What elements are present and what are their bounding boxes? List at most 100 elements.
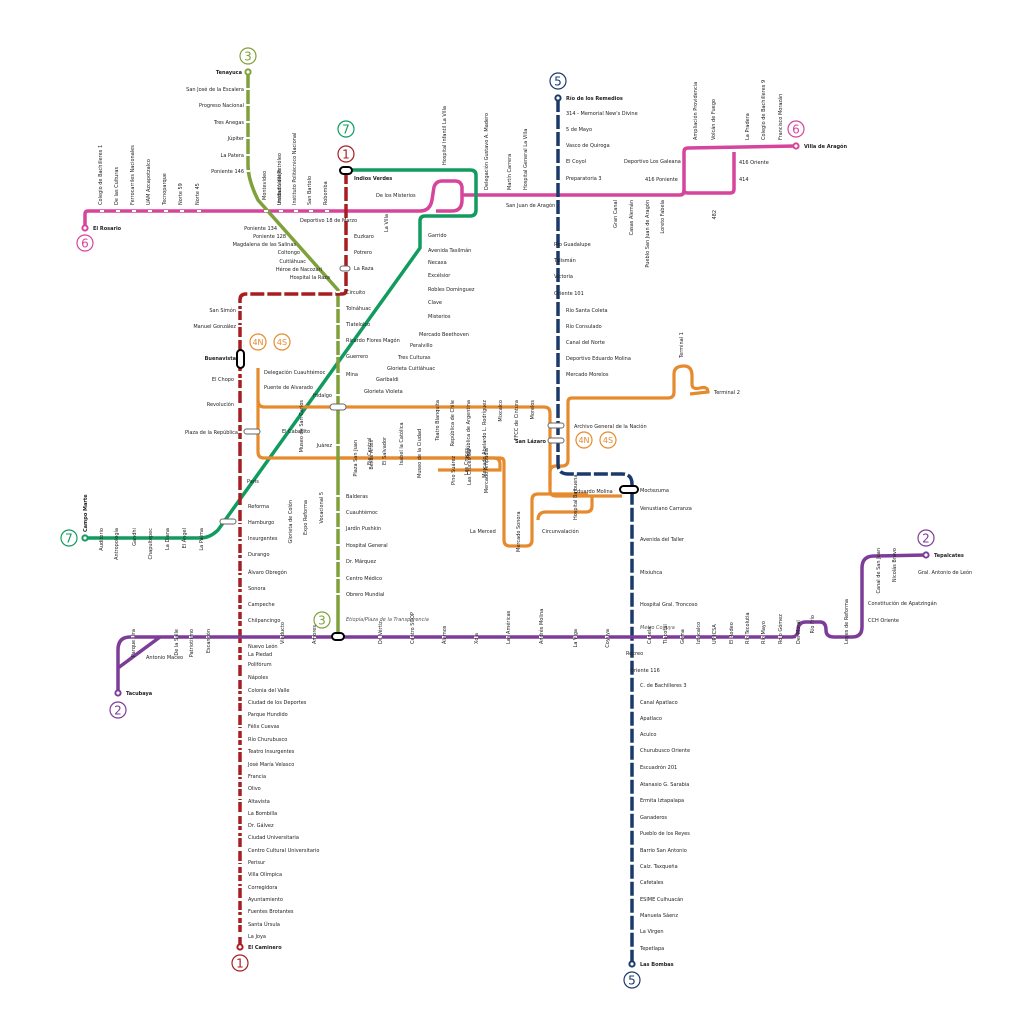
station-label-la-patera[interactable]: La Patera bbox=[221, 153, 244, 159]
station-label-garrido[interactable]: Garrido bbox=[428, 233, 447, 239]
station-tick-l1w-25[interactable] bbox=[238, 787, 242, 789]
station-label-canela[interactable]: Canela bbox=[647, 627, 653, 644]
station-tick-l2w-5[interactable] bbox=[280, 636, 284, 638]
station-label-upiicsa[interactable]: UPIICSA bbox=[712, 624, 718, 644]
station-label-mercado-sonora[interactable]: Mercado Sonora bbox=[516, 511, 522, 552]
station-tick-l3c-0[interactable] bbox=[336, 291, 340, 293]
station-label-la-palma[interactable]: La Palma bbox=[199, 528, 205, 551]
station-tick-l2e-5[interactable] bbox=[729, 636, 733, 638]
station-tick-l6t-5[interactable] bbox=[180, 210, 184, 212]
station-label-5-de-mayo[interactable]: 5 de Mayo bbox=[566, 127, 592, 133]
station-label-hospital-infantil-la-villa[interactable]: Hospital Infantil La Villa bbox=[442, 106, 448, 165]
station-label-talisman[interactable]: Talismán bbox=[553, 257, 576, 264]
station-tick-l1w-37[interactable] bbox=[238, 935, 242, 937]
station-tick-l6t-8[interactable] bbox=[279, 210, 283, 212]
station-label-gral-antonio-de-leon[interactable]: Gral. Antonio de León bbox=[918, 569, 972, 576]
station-label-unidad-vallejo[interactable]: Unidad Vallejo bbox=[277, 169, 283, 205]
station-label-napoles[interactable]: Nápoles bbox=[248, 674, 269, 681]
station-label-andres-molina[interactable]: Andrés Molina bbox=[538, 609, 545, 644]
station-label-mercado-beethoven[interactable]: Mercado Beethoven bbox=[419, 332, 469, 338]
station-label-mina[interactable]: Mina bbox=[346, 372, 358, 378]
station-label-manuela-saenz[interactable]: Manuela Sáenz bbox=[640, 912, 678, 919]
station-label-mixcalco[interactable]: Mixcalco bbox=[498, 400, 504, 422]
station-tick-l1w-0[interactable] bbox=[238, 309, 242, 311]
station-label-gandhi[interactable]: Gandhi bbox=[132, 528, 138, 546]
transfer-indios-verdes[interactable] bbox=[339, 166, 353, 175]
station-tick-l1w-26[interactable] bbox=[238, 800, 242, 802]
station-tick-l3s-3[interactable] bbox=[336, 544, 340, 546]
station-label-republica-de-chile[interactable]: República de Chile bbox=[449, 400, 456, 446]
station-label-tolnahuac[interactable]: Tolnáhuac bbox=[345, 305, 371, 312]
station-label-el-salvador[interactable]: El Salvador bbox=[382, 436, 388, 465]
station-label-parque-lira[interactable]: Parque Lira bbox=[131, 629, 137, 657]
station-label-auditorio[interactable]: Auditorio bbox=[99, 528, 105, 551]
station-tick-l1w-29[interactable] bbox=[238, 836, 242, 838]
transfer-etiopia[interactable] bbox=[331, 632, 345, 641]
station-label-plaza-san-juan[interactable]: Plaza San Juan bbox=[353, 440, 359, 477]
station-label-cuitlahuac[interactable]: Cuitláhuac bbox=[279, 258, 306, 265]
station-label-peralvillo[interactable]: Peralvillo bbox=[410, 343, 433, 349]
station-label-colegio-de-bachilleres-1[interactable]: Colegio de Bachilleres 1 bbox=[98, 145, 104, 205]
station-label-de-los-misterios[interactable]: De los Misterios bbox=[376, 193, 416, 199]
terminal-tepalcates-marker[interactable] bbox=[922, 551, 930, 559]
station-label-instituto-politecnico-nacional[interactable]: Instituto Politécnico Nacional bbox=[291, 133, 298, 205]
station-label-rio-mayo[interactable]: Río Mayo bbox=[760, 621, 767, 644]
station-label-jose-maria-velasco[interactable]: José María Velasco bbox=[247, 761, 294, 768]
station-label-la-merced[interactable]: La Merced bbox=[470, 529, 496, 535]
station-label-potrero[interactable]: Potrero bbox=[354, 250, 372, 256]
station-label-churubusco-oriente[interactable]: Churubusco Oriente bbox=[640, 748, 690, 754]
station-label-hidalgo[interactable]: Hidalgo bbox=[313, 393, 332, 399]
badge-line-6-left[interactable]: 6 bbox=[76, 234, 94, 252]
station-tick-l2w-13[interactable] bbox=[573, 636, 577, 638]
station-label-excelsior[interactable]: Excélsior bbox=[428, 272, 451, 279]
station-tick-l3s-4[interactable] bbox=[336, 560, 340, 562]
station-label-santa-ursula[interactable]: Santa Úrsula bbox=[248, 921, 280, 928]
station-tick-l2w-14[interactable] bbox=[605, 636, 609, 638]
station-label-teatro-blanquita[interactable]: Teatro Blanquita bbox=[435, 400, 441, 442]
badge-line-4n-east[interactable]: 4N bbox=[575, 431, 593, 449]
station-label-cafetales[interactable]: Cafetales bbox=[640, 880, 664, 886]
station-label-el-rodeo[interactable]: El Rodeo bbox=[729, 622, 735, 644]
station-label-la-joya[interactable]: La Joya bbox=[248, 934, 266, 940]
station-tick-l2e-7[interactable] bbox=[761, 636, 765, 638]
station-label-nicolas-bravo[interactable]: Nicolás Bravo bbox=[891, 548, 898, 582]
station-tick-l3n-3[interactable] bbox=[246, 137, 250, 139]
station-label-republica-de-argentina[interactable]: República de Argentina bbox=[465, 400, 472, 458]
station-label-canal-apatlaco[interactable]: Canal Apatlaco bbox=[640, 700, 678, 706]
station-tick-l6t-1[interactable] bbox=[116, 210, 120, 212]
station-label-c-de-bachilleres-3[interactable]: C. de Bachilleres 3 bbox=[640, 683, 687, 689]
station-label-coyuya[interactable]: Coyuya bbox=[605, 629, 611, 648]
station-label-revolucion[interactable]: Revolución bbox=[207, 401, 234, 408]
station-label-rio-frio[interactable]: Río Frío bbox=[809, 615, 816, 634]
station-label-poliforum[interactable]: Polifórum bbox=[248, 661, 272, 668]
station-label-calz-taxquena[interactable]: Calz. Taxqueña bbox=[640, 864, 678, 870]
station-label-reforma[interactable]: Reforma bbox=[248, 504, 269, 510]
station-tick-l2e-4[interactable] bbox=[712, 636, 716, 638]
station-tick-l3n-1[interactable] bbox=[246, 104, 250, 106]
station-label-ricardo-flores-magon[interactable]: Ricardo Flores Magón bbox=[346, 337, 400, 344]
station-label-progreso-nacional[interactable]: Progreso Nacional bbox=[199, 103, 244, 109]
station-label-atanasio-g-sarabia[interactable]: Atanasio G. Sarabia bbox=[640, 782, 689, 788]
station-label-martin-carrera[interactable]: Martín Carrera bbox=[506, 154, 513, 190]
station-label-delegacion-gustavo-a-madero[interactable]: Delegación Gustavo A. Madero bbox=[483, 113, 490, 190]
station-label-ciudad-universitaria[interactable]: Ciudad Universitaria bbox=[248, 835, 299, 841]
station-tick-l1w-4[interactable] bbox=[238, 431, 242, 433]
station-label-tlatelolco[interactable]: Tlatelolco bbox=[345, 322, 370, 328]
badge-line-7-left[interactable]: 7 bbox=[60, 529, 78, 547]
station-label-chapultepec[interactable]: Chapultepec bbox=[148, 528, 154, 560]
station-label-la-viga[interactable]: La Viga bbox=[573, 629, 579, 647]
station-label-amores[interactable]: Amores bbox=[312, 625, 318, 644]
station-label-felix-cuevas[interactable]: Félix Cuevas bbox=[248, 723, 280, 730]
station-label-pueblo-de-los-reyes[interactable]: Pueblo de los Reyes bbox=[640, 831, 690, 837]
station-tick-l3c-7[interactable] bbox=[336, 444, 340, 446]
station-tick-l2w-8[interactable] bbox=[410, 636, 414, 638]
station-label-alvaro-obregon[interactable]: Álvaro Obregón bbox=[248, 569, 287, 576]
terminal-tacubaya-marker[interactable] bbox=[114, 689, 122, 697]
station-label-416-poniente[interactable]: 416 Poniente bbox=[645, 177, 678, 183]
station-label-dr-vertiz[interactable]: Dr. Vértiz bbox=[377, 621, 384, 644]
station-tick-l3n-4[interactable] bbox=[246, 154, 250, 156]
badge-line-5-bottom[interactable]: 5 bbox=[623, 971, 641, 989]
station-label-barrio-san-antonio[interactable]: Barrio San Antonio bbox=[640, 848, 687, 854]
station-label-deportivo-18-de-marzo[interactable]: Deportivo 18 de Marzo bbox=[300, 218, 357, 224]
station-label-el-chopo[interactable]: El Chopo bbox=[212, 377, 234, 383]
